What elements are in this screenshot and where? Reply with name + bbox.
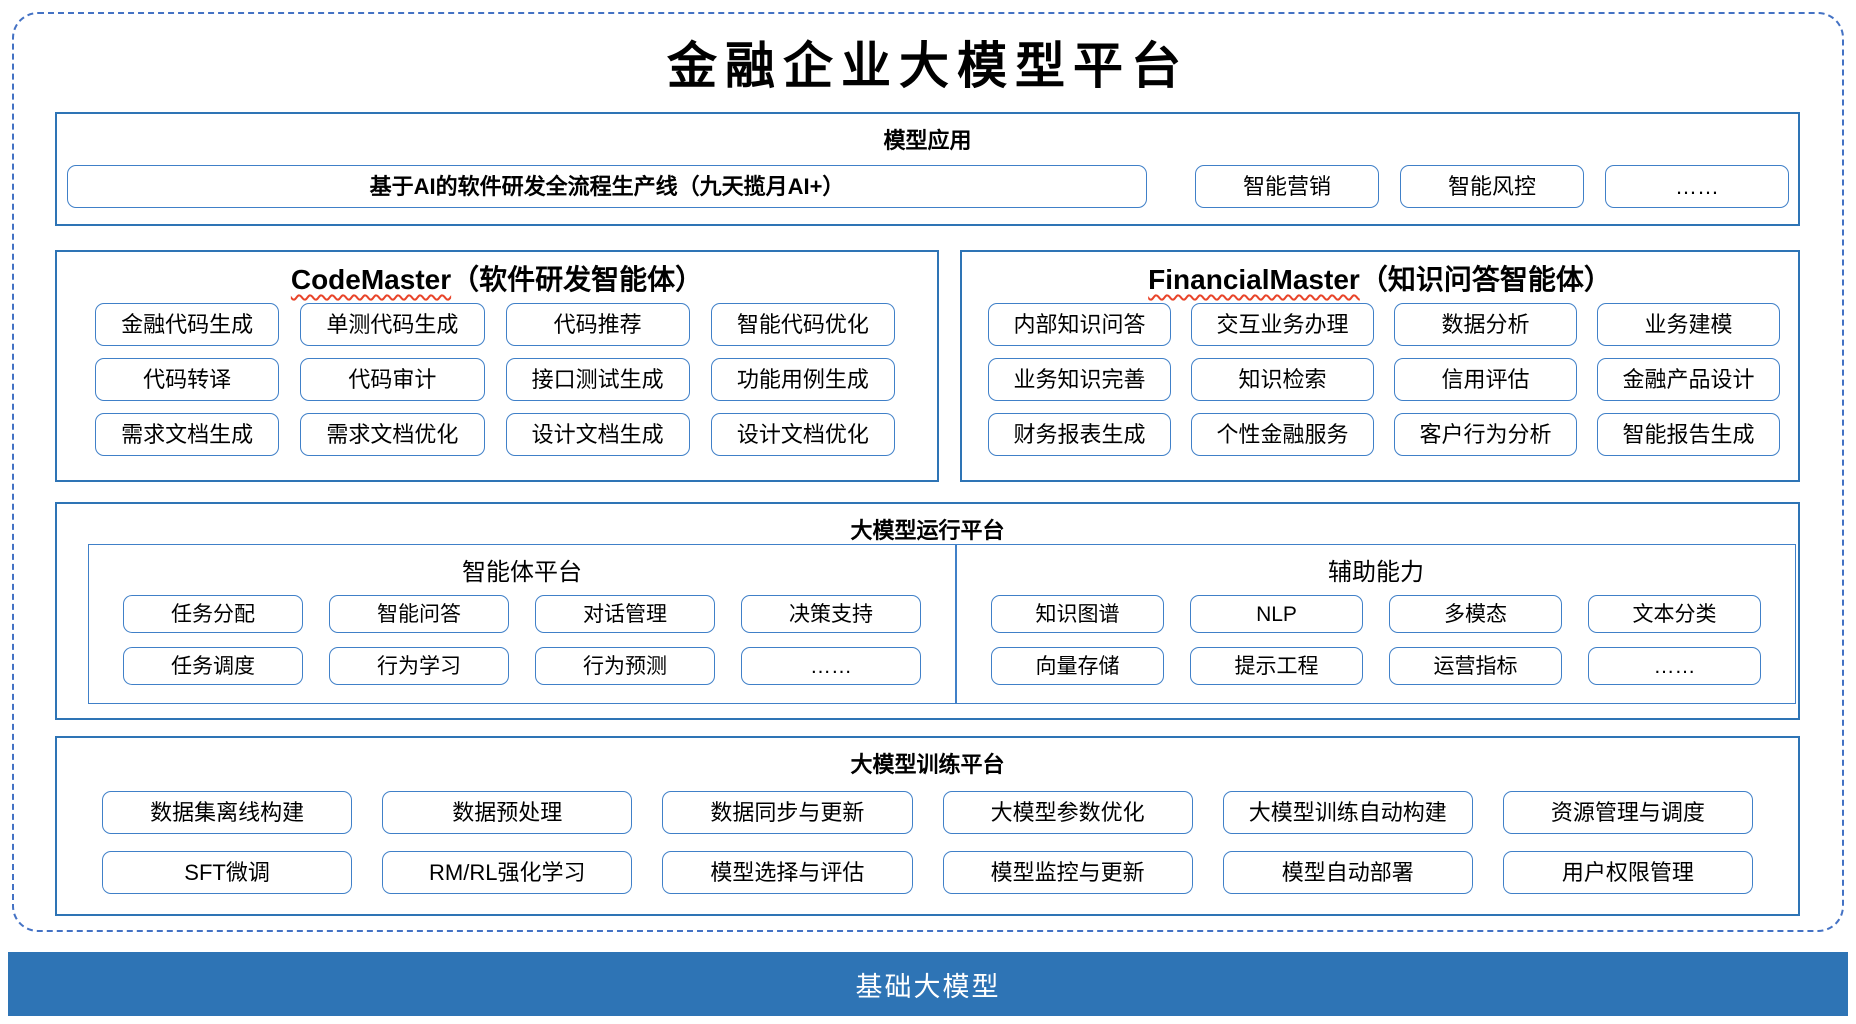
section-financialmaster: FinancialMaster（知识问答智能体） 内部知识问答 交互业务办理 数… bbox=[960, 250, 1800, 482]
subsection-header-auxiliary: 辅助能力 bbox=[1328, 559, 1424, 586]
foundation-model-bar: 基础大模型 bbox=[8, 952, 1848, 1016]
section-model-application: 模型应用 基于AI的软件研发全流程生产线（九天揽月AI+） 智能营销 智能风控 … bbox=[55, 112, 1800, 226]
app-box-smart-risk-control: 智能风控 bbox=[1400, 165, 1584, 208]
capability-box: 数据集离线构建 bbox=[102, 791, 353, 834]
model-application-row: 基于AI的软件研发全流程生产线（九天揽月AI+） 智能营销 智能风控 …… bbox=[67, 165, 1789, 208]
capability-box: 智能问答 bbox=[329, 595, 509, 633]
capability-box: 智能报告生成 bbox=[1597, 413, 1780, 456]
capability-box: 智能代码优化 bbox=[710, 303, 895, 346]
capability-box: 知识检索 bbox=[1191, 358, 1374, 401]
capability-box: 代码转译 bbox=[95, 358, 280, 401]
section-runtime-platform: 大模型运行平台 智能体平台 任务分配 智能问答 对话管理 决策支持 任务调度 行… bbox=[55, 502, 1800, 720]
capability-box: 金融代码生成 bbox=[95, 303, 280, 346]
capability-box: 对话管理 bbox=[535, 595, 715, 633]
capability-box: 交互业务办理 bbox=[1191, 303, 1374, 346]
section-header-runtime-platform: 大模型运行平台 bbox=[850, 518, 1005, 543]
capability-box: 设计文档生成 bbox=[505, 413, 690, 456]
capability-box: 业务建模 bbox=[1597, 303, 1780, 346]
section-header-training-platform: 大模型训练平台 bbox=[850, 752, 1005, 777]
capability-box: 大模型训练自动构建 bbox=[1222, 791, 1473, 834]
subsection-header-agent-platform: 智能体平台 bbox=[462, 559, 582, 586]
page-title: 金融企业大模型平台 bbox=[667, 36, 1189, 95]
app-box-ellipsis: …… bbox=[1605, 165, 1789, 208]
capability-box: SFT微调 bbox=[102, 851, 353, 894]
training-platform-grid: 数据集离线构建 数据预处理 数据同步与更新 大模型参数优化 大模型训练自动构建 … bbox=[57, 779, 1798, 894]
capability-box: 设计文档优化 bbox=[710, 413, 895, 456]
financialmaster-name: FinancialMaster bbox=[1148, 264, 1360, 295]
capability-box: 数据预处理 bbox=[382, 791, 633, 834]
subsection-agent-platform: 智能体平台 任务分配 智能问答 对话管理 决策支持 任务调度 行为学习 行为预测… bbox=[88, 544, 956, 704]
section-codemaster: CodeMaster（软件研发智能体） 金融代码生成 单测代码生成 代码推荐 智… bbox=[55, 250, 939, 482]
foundation-model-label: 基础大模型 bbox=[855, 971, 1001, 1002]
capability-box: 客户行为分析 bbox=[1394, 413, 1577, 456]
capability-box: 财务报表生成 bbox=[988, 413, 1171, 456]
app-box-ai-pipeline: 基于AI的软件研发全流程生产线（九天揽月AI+） bbox=[67, 165, 1147, 208]
capability-box: 决策支持 bbox=[741, 595, 921, 633]
capability-box: 业务知识完善 bbox=[988, 358, 1171, 401]
capability-box: …… bbox=[741, 647, 921, 685]
capability-box: 多模态 bbox=[1389, 595, 1562, 633]
capability-box: 内部知识问答 bbox=[988, 303, 1171, 346]
section-header-model-application: 模型应用 bbox=[883, 128, 972, 153]
capability-box: 任务分配 bbox=[123, 595, 303, 633]
subsection-auxiliary-capabilities: 辅助能力 知识图谱 NLP 多模态 文本分类 向量存储 提示工程 运营指标 …… bbox=[956, 544, 1796, 704]
capability-box: 需求文档生成 bbox=[95, 413, 280, 456]
capability-box: 数据分析 bbox=[1394, 303, 1577, 346]
capability-box: 模型自动部署 bbox=[1222, 851, 1473, 894]
capability-box: 资源管理与调度 bbox=[1502, 791, 1753, 834]
financialmaster-suffix: （知识问答智能体） bbox=[1359, 264, 1612, 295]
capability-box: 个性金融服务 bbox=[1191, 413, 1374, 456]
capability-box: 接口测试生成 bbox=[505, 358, 690, 401]
app-box-smart-marketing: 智能营销 bbox=[1195, 165, 1379, 208]
codemaster-name: CodeMaster bbox=[290, 264, 452, 295]
capability-box: 需求文档优化 bbox=[300, 413, 485, 456]
capability-box: 模型监控与更新 bbox=[942, 851, 1193, 894]
capability-box: 代码审计 bbox=[300, 358, 485, 401]
capability-box: RM/RL强化学习 bbox=[382, 851, 633, 894]
capability-box: 模型选择与评估 bbox=[662, 851, 913, 894]
capability-box: 提示工程 bbox=[1190, 647, 1363, 685]
capability-box: 信用评估 bbox=[1394, 358, 1577, 401]
capability-box: NLP bbox=[1190, 595, 1363, 633]
capability-box: 运营指标 bbox=[1389, 647, 1562, 685]
capability-box: 任务调度 bbox=[123, 647, 303, 685]
agent-platform-grid: 任务分配 智能问答 对话管理 决策支持 任务调度 行为学习 行为预测 …… bbox=[89, 587, 955, 685]
section-header-financialmaster: FinancialMaster（知识问答智能体） bbox=[962, 258, 1798, 298]
capability-box: 用户权限管理 bbox=[1502, 851, 1753, 894]
codemaster-suffix: （软件研发智能体） bbox=[451, 264, 704, 295]
capability-box: 向量存储 bbox=[991, 647, 1164, 685]
capability-box: 单测代码生成 bbox=[300, 303, 485, 346]
capability-box: 金融产品设计 bbox=[1597, 358, 1780, 401]
capability-box: 功能用例生成 bbox=[710, 358, 895, 401]
section-training-platform: 大模型训练平台 数据集离线构建 数据预处理 数据同步与更新 大模型参数优化 大模… bbox=[55, 736, 1800, 916]
capability-box: 代码推荐 bbox=[505, 303, 690, 346]
capability-box: 行为学习 bbox=[329, 647, 509, 685]
auxiliary-grid: 知识图谱 NLP 多模态 文本分类 向量存储 提示工程 运营指标 …… bbox=[957, 587, 1795, 685]
section-header-codemaster: CodeMaster（软件研发智能体） bbox=[57, 258, 937, 298]
capability-box: 大模型参数优化 bbox=[942, 791, 1193, 834]
financialmaster-grid: 内部知识问答 交互业务办理 数据分析 业务建模 业务知识完善 知识检索 信用评估… bbox=[962, 298, 1798, 456]
capability-box: 知识图谱 bbox=[991, 595, 1164, 633]
capability-box: 数据同步与更新 bbox=[662, 791, 913, 834]
capability-box: …… bbox=[1588, 647, 1761, 685]
capability-box: 行为预测 bbox=[535, 647, 715, 685]
capability-box: 文本分类 bbox=[1588, 595, 1761, 633]
codemaster-grid: 金融代码生成 单测代码生成 代码推荐 智能代码优化 代码转译 代码审计 接口测试… bbox=[57, 298, 937, 456]
